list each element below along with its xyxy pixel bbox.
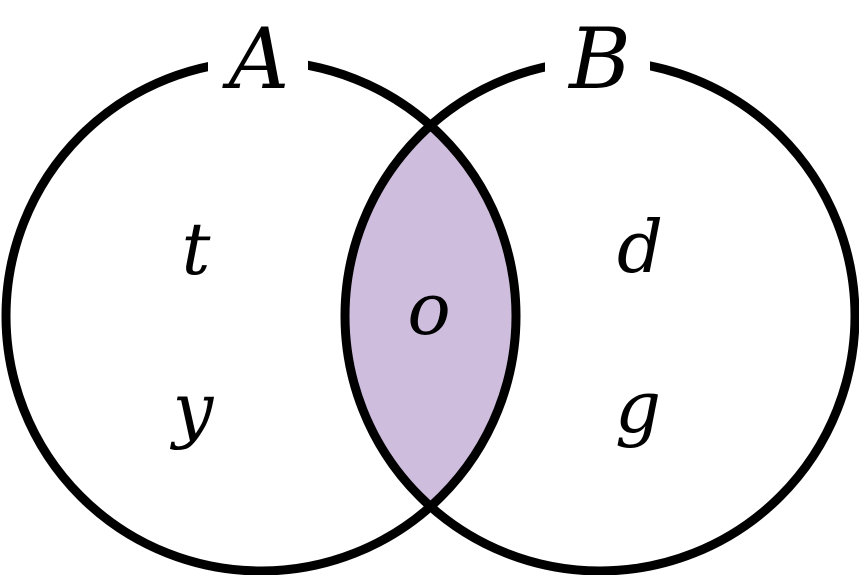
set-a-element: t — [182, 207, 212, 291]
set-b-label-gap — [545, 30, 650, 100]
set-a-element: y — [170, 367, 215, 451]
set-a-label-gap — [208, 30, 308, 100]
intersection-region — [345, 61, 516, 571]
set-b-label: B — [567, 10, 631, 108]
set-a-label: A — [222, 10, 290, 108]
set-b-element: g — [615, 365, 661, 449]
intersection-element: o — [407, 267, 450, 351]
set-b-element: d — [617, 205, 663, 289]
